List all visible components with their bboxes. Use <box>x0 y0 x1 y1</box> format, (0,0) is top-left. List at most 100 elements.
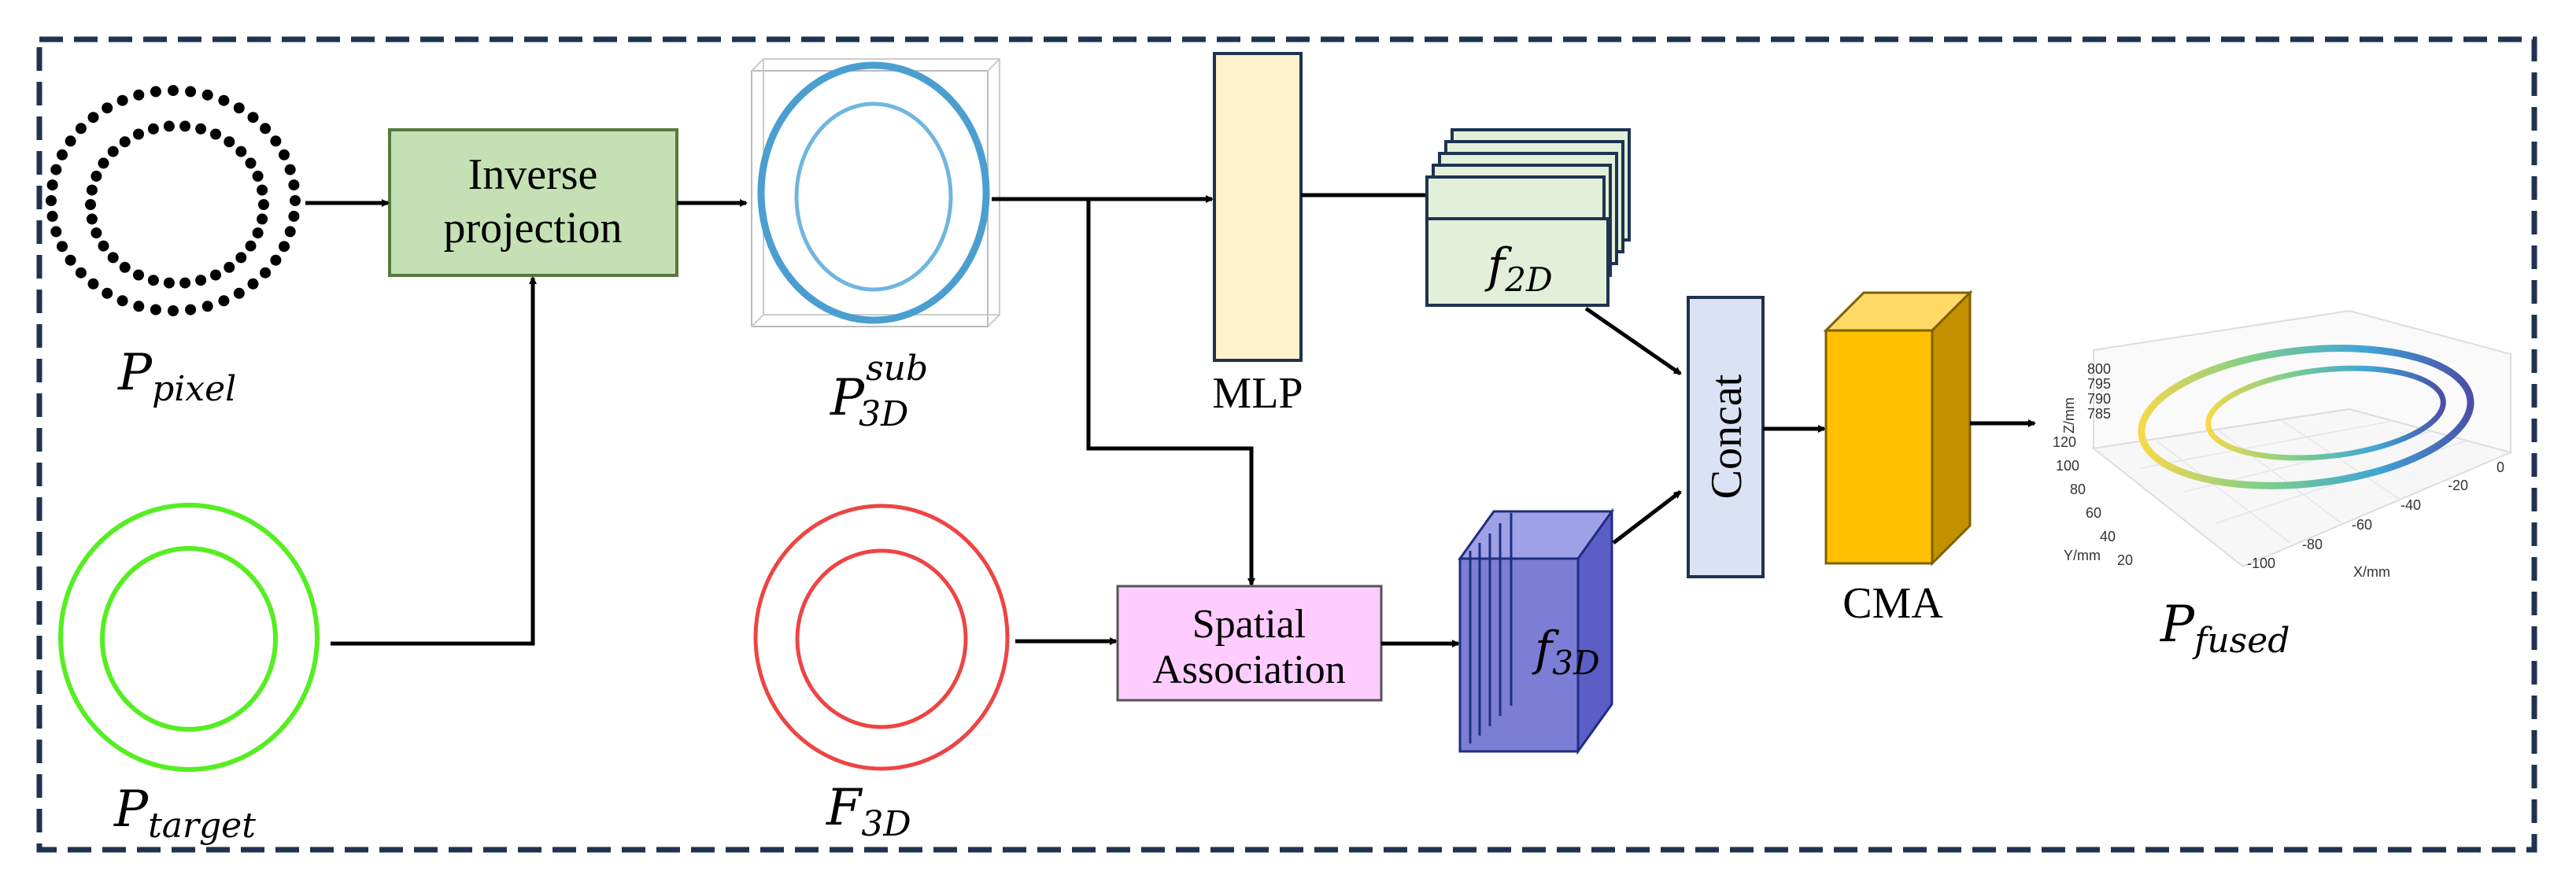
pixel-dot <box>86 213 98 225</box>
x-tick: -100 <box>2247 555 2275 571</box>
f3d-upper-label: F3D <box>826 779 911 844</box>
y-tick: 20 <box>2117 552 2133 568</box>
p-target-label: Ptarget <box>113 780 256 846</box>
pixel-dot <box>260 123 272 135</box>
pixel-dot <box>119 261 131 273</box>
pixel-dot <box>87 112 99 124</box>
pixel-dot <box>85 199 96 210</box>
pixel-dot <box>179 120 191 132</box>
pixel-dot <box>252 170 264 182</box>
pixel-dot <box>235 252 247 264</box>
pixel-dot <box>290 195 301 206</box>
pixel-dot <box>102 287 113 299</box>
pixel-dot <box>233 102 245 114</box>
pixel-dot <box>150 86 161 98</box>
pixel-dot <box>46 179 58 191</box>
pixel-dot <box>288 210 300 222</box>
pixel-dot <box>257 184 268 196</box>
pixel-dot <box>133 128 144 140</box>
x-tick: 0 <box>2497 459 2504 475</box>
pixel-dot <box>163 277 175 289</box>
x-tick: -60 <box>2352 517 2372 533</box>
p-fused-label: Pfused <box>2160 596 2290 661</box>
pixel-dot <box>50 164 62 175</box>
pixel-dot <box>50 226 62 238</box>
mlp-block <box>1213 52 1303 362</box>
pixel-dot <box>65 135 76 147</box>
pixel-dot <box>279 241 290 253</box>
pixel-dot <box>119 136 131 148</box>
pixel-dot <box>57 149 68 161</box>
pixel-dot <box>91 170 102 182</box>
y-tick: 120 <box>2053 434 2076 450</box>
pixel-dot <box>270 135 282 147</box>
pixel-dot <box>65 254 76 266</box>
p-pixel-dotted-rings <box>46 85 301 316</box>
z-tick: 785 <box>2087 406 2111 422</box>
inverse-projection-box: Inverse projection <box>388 128 678 277</box>
pixel-dot <box>163 120 175 132</box>
pixel-dot <box>179 277 191 289</box>
pixel-dot <box>147 123 159 135</box>
f2d-feature-stack <box>1425 128 1631 307</box>
pixel-dot <box>91 227 102 239</box>
pixel-dot <box>87 278 99 290</box>
arrow-target-to-inverse <box>331 276 537 646</box>
mlp-label: MLP <box>1212 369 1303 418</box>
pixel-dot <box>168 85 179 96</box>
pixel-dot <box>98 240 109 252</box>
pixel-dot <box>245 240 257 252</box>
f3d-red-rings <box>753 504 1010 771</box>
pixel-dot <box>218 94 230 106</box>
pixel-dot <box>257 213 268 225</box>
pixel-dot <box>284 164 296 175</box>
y-axis-label: Y/mm <box>2064 548 2101 563</box>
pixel-dot <box>233 287 245 299</box>
pixel-dot <box>168 305 179 316</box>
spatial-association-box: Spatial Association <box>1116 585 1383 702</box>
pixel-dot <box>107 252 119 264</box>
pixel-dot <box>133 89 145 101</box>
pixel-dot <box>195 275 207 286</box>
cma-label: CMA <box>1842 579 1943 628</box>
arrow-p3dsub-down-to-spatial <box>1086 199 1255 586</box>
spatial-association-line2: Association <box>1152 648 1346 692</box>
pixel-dot <box>224 136 235 148</box>
arrow-f2d-to-concat <box>1584 306 1682 376</box>
pixel-dot <box>201 89 213 101</box>
f3d-feature-block <box>1458 507 1614 755</box>
concat-block: Concat <box>1687 296 1765 578</box>
z-axis-label: Z/mm <box>2061 397 2077 434</box>
pixel-dot <box>46 195 57 206</box>
pixel-dot <box>147 275 159 286</box>
f2d-label: f2D <box>1484 238 1553 299</box>
pixel-dot <box>116 94 128 106</box>
pixel-dot <box>245 157 257 169</box>
inverse-projection-line1: Inverse <box>468 150 598 199</box>
f3d-label: f3D <box>1532 622 1600 682</box>
pixel-dot <box>247 278 259 290</box>
pixel-dot <box>46 210 58 222</box>
pixel-dot <box>284 226 296 238</box>
z-tick: 800 <box>2087 361 2111 377</box>
y-tick: 100 <box>2056 458 2079 474</box>
outer-dashed-frame <box>36 36 2537 853</box>
pixel-dot <box>218 295 230 307</box>
arrow-f3d-to-concat <box>1612 490 1682 544</box>
pixel-dot <box>252 227 264 239</box>
pixel-dot <box>57 241 68 253</box>
y-tick: 60 <box>2086 505 2101 521</box>
y-tick: 40 <box>2100 529 2116 544</box>
inverse-projection-line2: projection <box>443 204 622 253</box>
pixel-dot <box>210 269 221 281</box>
pixel-dot <box>150 304 161 316</box>
pixel-dot <box>102 102 113 114</box>
pixel-dot <box>185 86 197 98</box>
pixel-dot <box>201 301 213 312</box>
x-axis-label: X/mm <box>2353 564 2390 580</box>
pixel-dot <box>279 149 290 161</box>
pixel-dot <box>224 261 235 273</box>
pixel-dot <box>185 304 197 316</box>
pixel-dot <box>116 295 128 307</box>
pixel-dot <box>288 179 300 191</box>
